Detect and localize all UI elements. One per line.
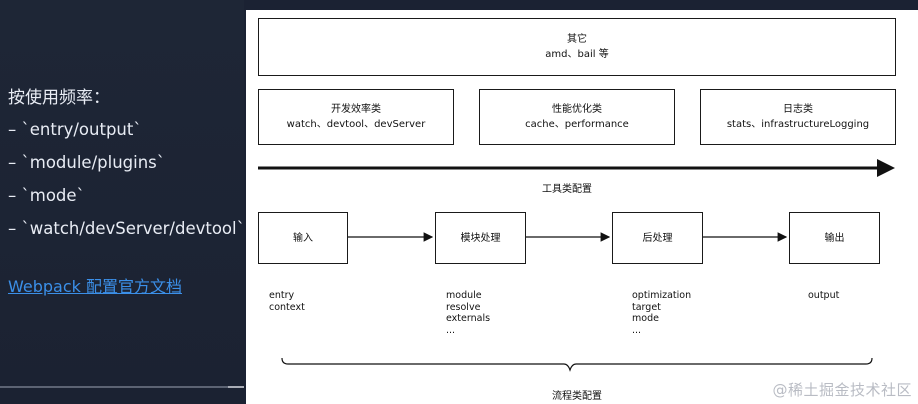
config-list: – `entry/output` – `module/plugins` – `m… (8, 117, 245, 249)
progress-track (0, 386, 228, 388)
dev-efficiency-box: 开发效率类 watch、devtool、devServer (258, 89, 454, 145)
box-subtitle: watch、devtool、devServer (286, 119, 426, 130)
site-watermark: @稀土掘金技术社区 (772, 381, 912, 399)
flow-step-post: 后处理 (612, 212, 703, 264)
other-config-box: 其它 amd、bail 等 (258, 18, 896, 76)
progress-marker (228, 386, 244, 388)
box-title: 开发效率类 (331, 104, 381, 115)
param-label: resolve (446, 301, 481, 313)
flow-brace (281, 357, 873, 372)
box-title: 后处理 (642, 232, 673, 244)
box-title: 日志类 (783, 104, 813, 115)
list-item: – `mode` (8, 186, 85, 205)
flow-step-input: 输入 (258, 212, 348, 264)
box-subtitle: cache、performance (525, 119, 629, 130)
flow-step-output: 输出 (789, 212, 880, 264)
box-title: 输入 (293, 232, 313, 244)
list-item: – `watch/devServer/devtool` (8, 219, 245, 238)
input-params: entry context (269, 290, 305, 313)
list-item: – `module/plugins` (8, 153, 166, 172)
post-params: optimization target mode ... (632, 290, 691, 336)
box-subtitle: amd、bail 等 (545, 49, 609, 60)
param-label: ... (632, 324, 642, 336)
output-params: output (808, 290, 839, 302)
param-label: optimization (632, 290, 692, 301)
tool-config-caption: 工具类配置 (542, 184, 592, 195)
diagram-connectors (258, 159, 895, 372)
box-title: 输出 (824, 232, 845, 244)
diagram-slide: 其它 amd、bail 等 开发效率类 watch、devtool、devSer… (246, 10, 918, 404)
param-label: output (808, 290, 840, 301)
usage-frequency-heading: 按使用频率： (8, 88, 110, 108)
param-label: ... (446, 324, 456, 336)
list-item: – `entry/output` (8, 120, 142, 139)
param-label: context (269, 301, 305, 313)
flow-config-caption: 流程类配置 (552, 391, 602, 402)
performance-box: 性能优化类 cache、performance (479, 89, 675, 145)
webpack-docs-link[interactable]: Webpack 配置官方文档 (8, 277, 182, 296)
logging-box: 日志类 stats、infrastructureLogging (700, 89, 896, 145)
param-label: mode (632, 313, 659, 324)
flow-step-module: 模块处理 (435, 212, 526, 264)
box-subtitle: stats、infrastructureLogging (726, 119, 870, 130)
box-title: 其它 (567, 34, 587, 45)
module-params: module resolve externals ... (446, 290, 490, 336)
param-label: module (446, 290, 482, 301)
param-label: externals (446, 313, 491, 324)
param-label: target (632, 301, 661, 313)
box-title: 性能优化类 (552, 104, 602, 115)
param-label: entry (269, 290, 295, 301)
left-panel: 按使用频率： – `entry/output` – `module/plugin… (0, 0, 245, 404)
box-title: 模块处理 (460, 232, 501, 244)
